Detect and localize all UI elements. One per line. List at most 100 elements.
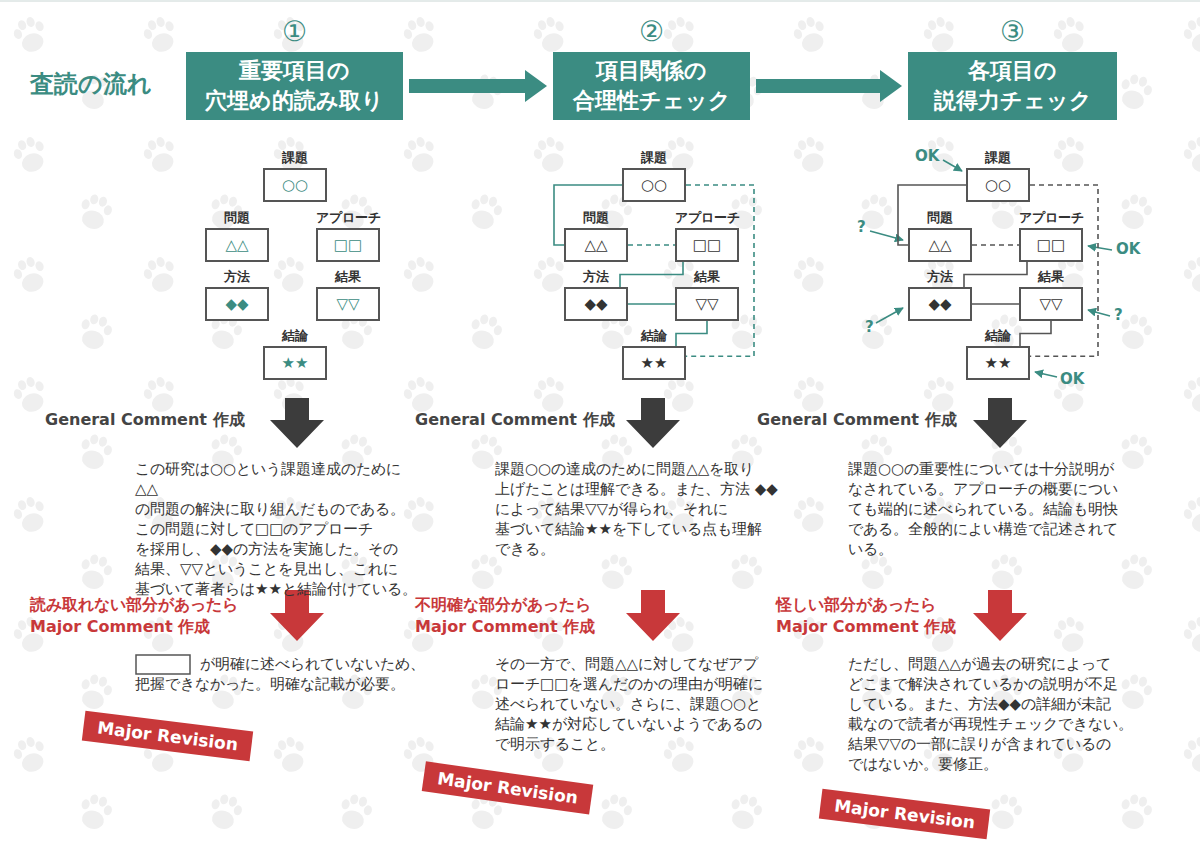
- step-title: 各項目の 説得力チェック: [918, 56, 1107, 115]
- item-heading: 課題: [282, 150, 308, 168]
- check-mark: ?: [1114, 306, 1123, 324]
- item-box: アプローチ□□: [675, 228, 739, 262]
- box-body: △△: [205, 228, 269, 262]
- step-number: ②: [639, 17, 664, 52]
- item-heading: 問題: [583, 210, 609, 228]
- comment-text: 課題○○の重要性については十分説明が なされている。アプローチの概要につい ても…: [848, 459, 1133, 559]
- step-caption: General Comment 作成: [45, 410, 245, 429]
- item-box: アプローチ□□: [1019, 228, 1083, 262]
- item-heading: 問題: [224, 210, 250, 228]
- box-body: 各項目の 説得力チェック: [908, 52, 1117, 120]
- box-body: □□: [316, 228, 380, 262]
- item-box: 方法◆◆: [205, 287, 269, 321]
- comment-text: その一方で、問題△△に対してなぜアプ ローチ□□を選んだのかの理由が明確に 述べ…: [495, 654, 780, 754]
- item-symbol: ★★: [282, 354, 309, 372]
- item-box: 結論★★: [622, 346, 686, 380]
- box-body: ▽▽: [1019, 287, 1083, 321]
- box-body: □□: [1019, 228, 1083, 262]
- relation-line: [964, 262, 1027, 287]
- item-heading: アプローチ: [675, 210, 740, 228]
- leader-line: [876, 308, 903, 323]
- flow-arrow: [756, 79, 880, 93]
- comment-text: この研究は○○という課題達成のために △△の問題の解決に取り組んだものである。 …: [135, 459, 428, 599]
- blank-box: [136, 655, 190, 674]
- item-symbol: ▽▽: [695, 295, 718, 313]
- item-symbol: ◆◆: [584, 295, 607, 313]
- item-box: 課題○○: [263, 168, 327, 202]
- leader-line: [1035, 372, 1057, 377]
- step-caption: General Comment 作成: [757, 410, 957, 429]
- item-box: 方法◆◆: [908, 287, 972, 321]
- down-arrow: [626, 398, 680, 448]
- item-box: 結論★★: [263, 346, 327, 380]
- relation-line: [628, 303, 675, 305]
- leader-line: [1088, 246, 1112, 250]
- item-symbol: ○○: [985, 176, 1011, 194]
- item-symbol: △△: [928, 236, 951, 254]
- relation-line: [1020, 321, 1051, 346]
- item-heading: 結論: [641, 328, 667, 346]
- item-heading: 結果: [1038, 269, 1064, 287]
- top-rule: [0, 1, 1200, 2]
- red-down-arrow: [973, 590, 1027, 641]
- item-symbol: ★★: [641, 354, 668, 372]
- step-header: ①重要項目の 穴埋め的読み取り: [186, 52, 403, 120]
- check-mark: ?: [857, 218, 866, 236]
- item-heading: 結果: [335, 269, 361, 287]
- box-body: ▽▽: [675, 287, 739, 321]
- item-heading: 方法: [583, 269, 609, 287]
- item-symbol: □□: [1037, 236, 1065, 254]
- item-heading: 結論: [985, 328, 1011, 346]
- check-mark: OK: [915, 147, 939, 165]
- step-title: 重要項目の 穴埋め的読み取り: [196, 56, 393, 115]
- step-number: ③: [1000, 17, 1025, 52]
- box-body: ★★: [966, 346, 1030, 380]
- item-symbol: ◆◆: [928, 295, 951, 313]
- item-symbol: △△: [225, 236, 248, 254]
- box-body: ○○: [966, 168, 1030, 202]
- item-box: 結果▽▽: [1019, 287, 1083, 321]
- check-mark: OK: [1060, 370, 1084, 388]
- item-box: 問題△△: [908, 228, 972, 262]
- comment-text: ただし、問題△△が過去の研究によって どこまで解決されているかの説明が不足 して…: [848, 654, 1148, 774]
- item-symbol: ▽▽: [1039, 295, 1062, 313]
- relation-line: [676, 321, 707, 346]
- down-arrow: [973, 398, 1027, 448]
- item-symbol: ◆◆: [225, 295, 248, 313]
- item-box: 結論★★: [966, 346, 1030, 380]
- step-header: ②項目関係の 合理性チェック: [553, 52, 750, 120]
- item-heading: 方法: [927, 269, 953, 287]
- relation-line: [972, 244, 1019, 246]
- item-heading: 結果: [694, 269, 720, 287]
- box-body: □□: [675, 228, 739, 262]
- leader-line: [1088, 310, 1110, 316]
- major-caption: 読み取れない部分があったら Major Comment 作成: [30, 594, 254, 638]
- box-body: ◆◆: [205, 287, 269, 321]
- box-body: ◆◆: [908, 287, 972, 321]
- check-mark: OK: [1116, 240, 1140, 258]
- major-caption: 不明確な部分があったら Major Comment 作成: [415, 594, 615, 638]
- item-heading: アプローチ: [1019, 210, 1084, 228]
- step-title: 項目関係の 合理性チェック: [563, 56, 740, 115]
- box-body: △△: [564, 228, 628, 262]
- item-symbol: ▽▽: [336, 295, 359, 313]
- step-caption: General Comment 作成: [415, 410, 615, 429]
- box-body: ○○: [263, 168, 327, 202]
- item-box: 問題△△: [564, 228, 628, 262]
- check-mark: ?: [865, 318, 874, 336]
- item-heading: 課題: [641, 150, 667, 168]
- leader-line: [943, 160, 962, 171]
- step-number: ①: [282, 17, 307, 52]
- red-down-arrow: [626, 590, 680, 641]
- item-heading: 問題: [927, 210, 953, 228]
- comment-text: が明確に述べられていないため、 把握できなかった。明確な記載が必要。: [135, 654, 435, 694]
- item-symbol: ○○: [641, 176, 667, 194]
- item-symbol: □□: [334, 236, 362, 254]
- item-symbol: ★★: [985, 354, 1012, 372]
- box-body: ★★: [263, 346, 327, 380]
- box-body: ○○: [622, 168, 686, 202]
- item-box: 問題△△: [205, 228, 269, 262]
- item-box: 課題○○: [966, 168, 1030, 202]
- box-body: 項目関係の 合理性チェック: [553, 52, 750, 120]
